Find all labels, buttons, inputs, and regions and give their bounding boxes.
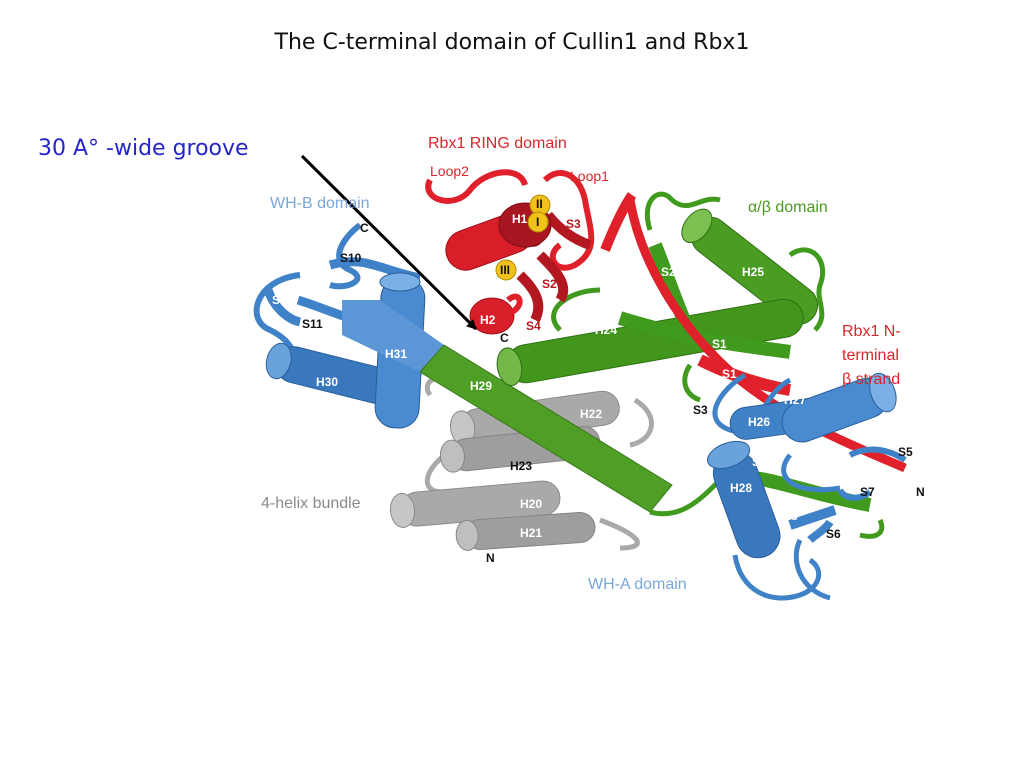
strand-s1 — [617, 311, 791, 359]
blue-loop — [781, 453, 841, 493]
label-wh-b: WH-B domain — [270, 195, 370, 212]
green-loop — [644, 191, 721, 231]
label-s9: S9 — [272, 293, 287, 307]
label-s2-green: S2 — [661, 265, 676, 279]
label-h25: H25 — [742, 265, 764, 279]
label-h2: H2 — [480, 313, 496, 327]
helix-h21 — [455, 512, 596, 551]
label-c-top: C — [360, 221, 369, 235]
label-s8: S8 — [783, 509, 798, 523]
rbx1-ring-domain — [425, 169, 637, 335]
helix-h29 — [342, 300, 722, 517]
groove-callout: 30 A° -wide groove — [38, 136, 249, 161]
label-h30: H30 — [316, 375, 338, 389]
helix-h2 — [469, 293, 523, 335]
label-s2-red: S2 — [542, 277, 557, 291]
label-zn-ii: II — [536, 197, 543, 211]
label-s4-red: S4 — [526, 319, 541, 333]
label-zn-i: I — [536, 215, 539, 229]
label-s3-red: S3 — [566, 217, 581, 231]
green-loop — [682, 363, 701, 403]
strand-s3-red — [544, 211, 592, 250]
label-zn-iii: III — [500, 263, 510, 277]
blue-loop — [712, 372, 792, 434]
strand-s8 — [788, 505, 837, 530]
strand-s2-red — [536, 251, 569, 303]
label-h31: H31 — [385, 347, 407, 361]
label-wh-a: WH-A domain — [588, 576, 687, 593]
strand-s9 — [263, 288, 302, 327]
strand-s5 — [848, 446, 907, 463]
strand-s6 — [807, 519, 834, 543]
slide-title: The C-terminal domain of Cullin1 and Rbx… — [274, 30, 750, 55]
wh-a-domain — [707, 372, 907, 601]
label-c-rbx: C — [500, 331, 509, 345]
helix-h27 — [781, 372, 897, 443]
gray-loop — [629, 397, 654, 448]
green-loop — [551, 287, 601, 332]
label-4-helix-bundle: 4-helix bundle — [261, 495, 361, 512]
label-s7: S7 — [860, 485, 875, 499]
label-h20: H20 — [520, 497, 542, 511]
label-s5: S5 — [898, 445, 913, 459]
label-h21: H21 — [520, 526, 542, 540]
helix-h20 — [389, 480, 561, 528]
blue-loop — [329, 222, 362, 290]
helix-h28 — [707, 440, 781, 559]
label-n-right: N — [916, 485, 925, 499]
green-loop — [788, 247, 826, 332]
label-h27: H27 — [784, 393, 806, 407]
loop2 — [425, 169, 528, 204]
blue-loop — [732, 554, 822, 601]
label-s1-green: S1 — [712, 337, 727, 351]
zinc-ion-iii — [495, 259, 517, 281]
label-h29: H29 — [470, 379, 492, 393]
label-h1: H1 — [512, 212, 528, 226]
label-s11: S11 — [302, 317, 323, 331]
label-rbx1-ring: Rbx1 RING domain — [428, 135, 567, 152]
strand-s4-red — [516, 271, 544, 323]
zinc-ion-i — [527, 211, 549, 233]
groove-arrow — [300, 154, 478, 331]
label-alpha-beta: α/β domain — [748, 199, 828, 216]
blue-loop — [793, 538, 831, 601]
label-h3: H3 — [452, 217, 468, 231]
label-loop1: Loop1 — [570, 168, 609, 184]
label-h22: H22 — [580, 407, 602, 421]
strand-s7 — [837, 488, 872, 501]
label-loop2: Loop2 — [430, 163, 469, 179]
label-h26: H26 — [748, 415, 770, 429]
helix-h30 — [265, 342, 395, 404]
label-h28: H28 — [730, 481, 752, 495]
label-rbx1-n2: terminal — [842, 347, 899, 364]
loop1 — [542, 169, 595, 271]
label-s10: S10 — [340, 251, 362, 265]
label-s4-blue: S4 — [752, 455, 767, 469]
label-h23: H23 — [510, 459, 532, 473]
label-rbx1-n1: Rbx1 N- — [842, 323, 901, 340]
label-rbx1-n3: β strand — [842, 371, 900, 388]
label-n-gray: N — [486, 551, 495, 565]
label-h24: H24 — [595, 323, 617, 337]
helix-h25 — [681, 208, 819, 325]
label-s3-blue: S3 — [693, 403, 708, 417]
label-s6: S6 — [826, 527, 841, 541]
label-s1-red: S1 — [722, 367, 737, 381]
gray-loop — [599, 517, 640, 551]
